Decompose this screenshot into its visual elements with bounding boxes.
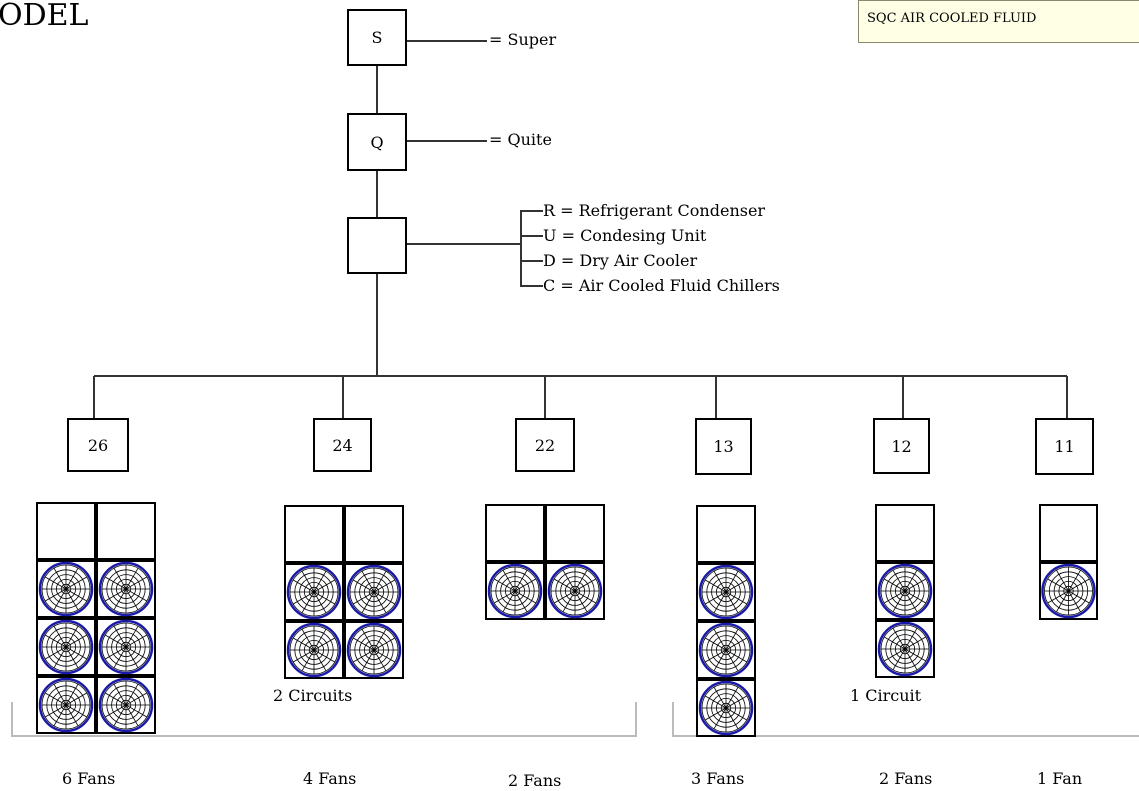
fan-icon bbox=[98, 619, 154, 675]
fan-icon bbox=[98, 561, 154, 617]
fan-count-26: 6 Fans bbox=[62, 769, 116, 788]
s-meaning: = Super bbox=[489, 30, 557, 49]
type-option-c: C = Air Cooled Fluid Chillers bbox=[543, 276, 780, 295]
size-box-12: 12 bbox=[873, 418, 930, 474]
fan-icon bbox=[698, 680, 754, 736]
fan-unit-22 bbox=[485, 504, 605, 620]
code-box-q: Q bbox=[347, 113, 407, 171]
header-module bbox=[284, 505, 344, 563]
header-module bbox=[344, 505, 404, 563]
header-module bbox=[1039, 504, 1098, 562]
header-module bbox=[545, 504, 605, 562]
fan-icon bbox=[1041, 563, 1096, 619]
type-option-u: U = Condesing Unit bbox=[543, 226, 707, 245]
size-box-26: 26 bbox=[67, 418, 129, 472]
trunk-lines bbox=[93, 40, 1068, 418]
series-label-box: SQC AIR COOLED FLUID bbox=[858, 0, 1139, 43]
code-box-type bbox=[347, 217, 407, 274]
fan-count-24: 4 Fans bbox=[303, 769, 357, 788]
fan-count-13: 3 Fans bbox=[691, 769, 745, 788]
bracket-1-circuit bbox=[672, 702, 1139, 737]
bracket-2-circuits bbox=[11, 702, 637, 737]
fan-icon bbox=[877, 563, 933, 619]
fan-unit-24 bbox=[284, 505, 404, 679]
fan-count-11: 1 Fan bbox=[1037, 769, 1083, 788]
header-module bbox=[96, 502, 156, 560]
header-module bbox=[485, 504, 545, 562]
size-box-11: 11 bbox=[1035, 418, 1094, 475]
fan-icon bbox=[547, 563, 603, 619]
header-module bbox=[875, 504, 935, 562]
code-box-s: S bbox=[347, 9, 407, 66]
q-meaning: = Quite bbox=[489, 130, 552, 149]
size-box-22: 22 bbox=[515, 418, 575, 472]
fan-icon bbox=[38, 619, 94, 675]
header-module bbox=[696, 505, 756, 563]
fan-icon bbox=[286, 564, 342, 620]
fan-icon bbox=[346, 564, 402, 620]
circuit-brackets bbox=[11, 702, 1139, 737]
fan-icon bbox=[877, 621, 933, 677]
fan-unit-11 bbox=[1039, 504, 1098, 620]
fan-icon bbox=[286, 622, 342, 678]
size-box-13: 13 bbox=[695, 418, 752, 475]
fan-icon bbox=[698, 622, 754, 678]
type-option-d: D = Dry Air Cooler bbox=[543, 251, 698, 270]
circuit-label-1: 1 Circuit bbox=[850, 686, 922, 705]
fan-unit-26 bbox=[36, 502, 156, 734]
fan-icon bbox=[38, 561, 94, 617]
fan-unit-13 bbox=[696, 505, 756, 737]
circuit-label-2: 2 Circuits bbox=[273, 686, 353, 705]
fan-icon bbox=[698, 564, 754, 620]
fan-icon bbox=[38, 677, 94, 733]
header-module bbox=[36, 502, 96, 560]
fan-count-12: 2 Fans bbox=[879, 769, 933, 788]
fan-units bbox=[36, 502, 1098, 737]
series-label: SQC AIR COOLED FLUID bbox=[867, 11, 1037, 26]
fan-icon bbox=[346, 622, 402, 678]
size-box-24: 24 bbox=[313, 418, 372, 472]
fan-unit-12 bbox=[875, 504, 935, 678]
fan-icon bbox=[487, 563, 543, 619]
type-option-r: R = Refrigerant Condenser bbox=[543, 201, 766, 220]
page-title: ODEL bbox=[0, 0, 89, 33]
fan-count-22: 2 Fans bbox=[508, 771, 562, 790]
fan-icon bbox=[98, 677, 154, 733]
